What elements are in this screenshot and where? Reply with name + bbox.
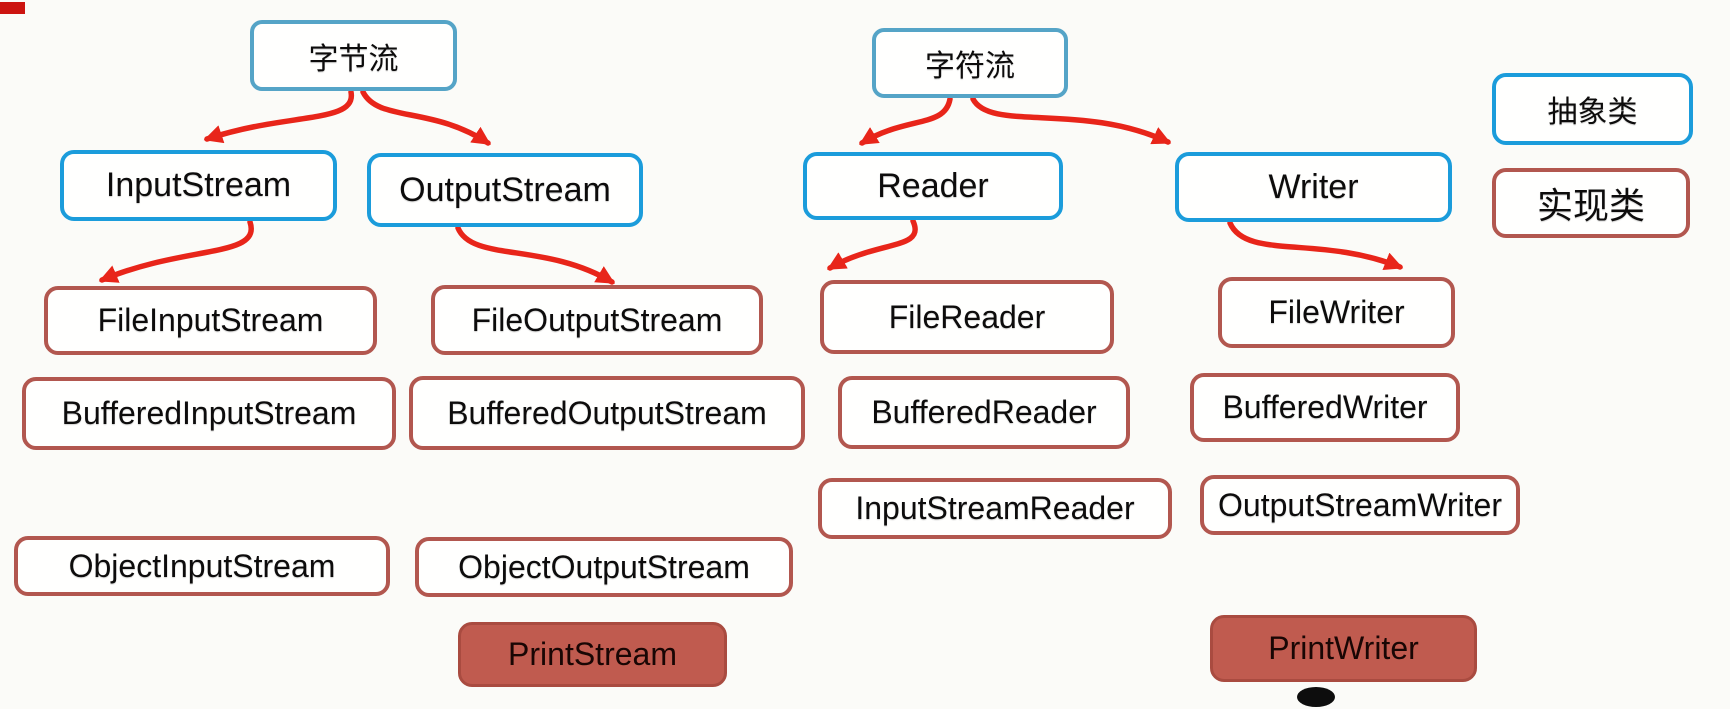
red-corner-marker [0,2,25,14]
arrow-byte-stream-to-inputstream [203,89,354,144]
node-byte-stream: 字节流 [250,20,457,91]
arrow-outputstream-to-fileoutputstream [455,225,616,285]
node-inputstream: InputStream [60,150,337,221]
arrow-reader-to-filereader [826,218,918,271]
node-outputstream: OutputStream [367,153,643,227]
diagram-stage: 字节流 字符流抽象类实现类 InputStream OutputStream Reade… [0,2,1693,707]
node-filereader: FileReader [820,280,1114,354]
node-fileoutputstream: FileOutputStream [431,285,763,355]
arrow-char-stream-to-writer [970,96,1172,145]
node-bufferedreader: BufferedReader [838,376,1130,449]
node-objectoutputstream: ObjectOutputStream [415,537,793,597]
node-abstract-legend: 抽象类 [1492,73,1693,145]
arrow-byte-stream-to-outputstream [360,89,491,146]
ink-dot [1297,687,1335,707]
node-printstream: PrintStream [458,622,727,687]
node-bufferedoutputstream: BufferedOutputStream [409,376,805,450]
arrow-inputstream-to-fileinputstream [98,219,254,283]
node-bufferedinputstream: BufferedInputStream [22,377,396,450]
arrow-char-stream-to-reader [859,96,953,146]
node-inputstreamreader: InputStreamReader [818,478,1172,539]
node-writer: Writer [1175,152,1452,222]
node-filewriter: FileWriter [1218,277,1455,348]
node-fileinputstream: FileInputStream [44,286,377,355]
node-objectinputstream: ObjectInputStream [14,536,390,596]
node-printwriter: PrintWriter [1210,615,1477,682]
node-char-stream: 字符流 [872,28,1068,98]
node-outputstreamwriter: OutputStreamWriter [1200,475,1520,535]
node-reader: Reader [803,152,1063,220]
node-bufferedwriter: BufferedWriter [1190,373,1460,442]
arrow-writer-to-filewriter [1227,220,1404,271]
node-impl-legend: 实现类 [1492,168,1690,238]
